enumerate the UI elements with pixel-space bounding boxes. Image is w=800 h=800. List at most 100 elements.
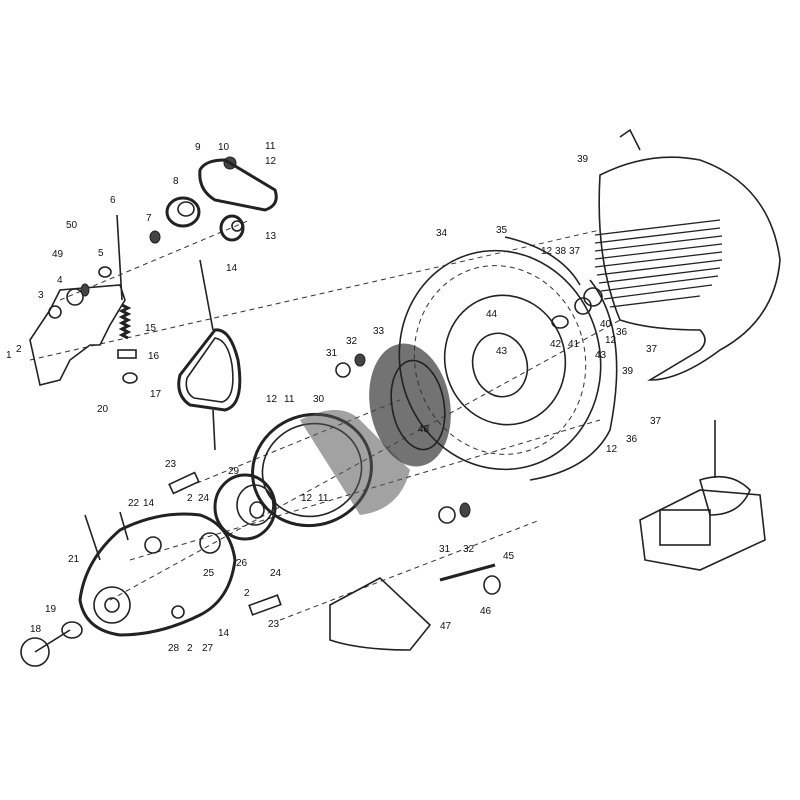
label: 12	[541, 246, 553, 257]
label: 45	[503, 551, 515, 562]
label: 12	[301, 493, 313, 504]
handle-45-46	[439, 563, 501, 595]
spring	[118, 303, 132, 340]
label: 15	[145, 323, 157, 334]
blade-guard-39	[594, 128, 781, 381]
label: 38	[555, 246, 567, 257]
label: 12	[265, 156, 277, 167]
label: 24	[198, 493, 210, 504]
label: 35	[496, 225, 508, 236]
label: 22	[128, 498, 140, 509]
label: 4	[57, 275, 63, 286]
screw-7	[149, 230, 161, 244]
bracket-plate	[29, 284, 126, 386]
label: 2	[244, 588, 250, 599]
label: 23	[268, 619, 280, 630]
label: 23	[165, 459, 177, 470]
arrow-down	[212, 409, 216, 451]
motor-ring-30	[251, 410, 410, 528]
label: 37	[569, 246, 581, 257]
motor-housing-21	[78, 511, 237, 637]
label: 44	[486, 309, 498, 320]
label: 27	[202, 643, 214, 654]
label: 33	[373, 326, 385, 337]
pulley-13	[219, 214, 245, 242]
label: 26	[236, 558, 248, 569]
label: 43	[595, 350, 607, 361]
label: 18	[30, 624, 42, 635]
label: 31	[326, 348, 338, 359]
bearing-31b	[438, 506, 456, 524]
belt-17	[177, 328, 242, 412]
bearing-32b	[459, 502, 471, 518]
label: 40	[600, 319, 612, 330]
label: 42	[550, 339, 562, 350]
label: 12	[605, 335, 617, 346]
label: 34	[436, 228, 448, 239]
label: 2	[187, 493, 193, 504]
label: 28	[168, 643, 180, 654]
nut-20	[122, 372, 138, 384]
label: 32	[463, 544, 475, 555]
label: 37	[646, 344, 658, 355]
label: 50	[66, 220, 78, 231]
bracket-hole	[48, 305, 62, 319]
label: 3	[38, 290, 44, 301]
assembled-slicer-thumbnail	[639, 420, 766, 571]
label: 43	[496, 346, 508, 357]
label: 10	[218, 142, 230, 153]
label: 17	[150, 389, 162, 400]
label: 11	[284, 394, 295, 405]
label: 25	[203, 568, 215, 579]
belt-17-inner	[185, 337, 234, 403]
label: 36	[616, 327, 628, 338]
label: 36	[626, 434, 638, 445]
label: 49	[52, 249, 64, 260]
label: 16	[148, 351, 160, 362]
label: 39	[577, 154, 589, 165]
arrow-up	[199, 259, 214, 331]
label: 46	[480, 606, 492, 617]
label: 12	[606, 444, 618, 455]
label: 8	[173, 176, 179, 187]
knob-18-19	[20, 621, 83, 667]
label: 5	[98, 248, 104, 259]
label: 32	[346, 336, 358, 347]
label: 14	[226, 263, 238, 274]
washer-16	[117, 349, 137, 359]
shaft-23	[168, 471, 282, 616]
label: 2	[16, 344, 22, 355]
pulley-29	[213, 473, 277, 541]
label: 19	[45, 604, 57, 615]
label: 12	[266, 394, 278, 405]
spring-49	[80, 283, 90, 297]
pin-5	[98, 266, 112, 278]
knob-assembly-40-42	[551, 287, 603, 329]
label: 41	[568, 339, 580, 350]
part-labels: 1 2 3 4 49 50 5 6 7 8 9 10 11 12 13 14 1…	[6, 141, 662, 654]
belt-9	[198, 158, 278, 212]
bearing-32	[354, 353, 366, 367]
label: 7	[146, 213, 152, 224]
knob-4	[66, 288, 84, 306]
label: 39	[622, 366, 634, 377]
label: 14	[143, 498, 155, 509]
label: 37	[650, 416, 662, 427]
label: 11	[318, 493, 329, 504]
label: 21	[68, 554, 80, 565]
label: 11	[265, 141, 276, 152]
label: 6	[110, 195, 116, 206]
label: 47	[440, 621, 452, 632]
label: 9	[195, 142, 201, 153]
label: 20	[97, 404, 109, 415]
rod	[116, 214, 123, 301]
pulley-8	[165, 196, 201, 228]
blade-plate-34	[398, 249, 618, 481]
label: 29	[228, 466, 240, 477]
label: 2	[187, 643, 193, 654]
label: 31	[439, 544, 451, 555]
label: 14	[218, 628, 230, 639]
label: 1	[6, 350, 12, 361]
bearing-31	[335, 362, 351, 378]
